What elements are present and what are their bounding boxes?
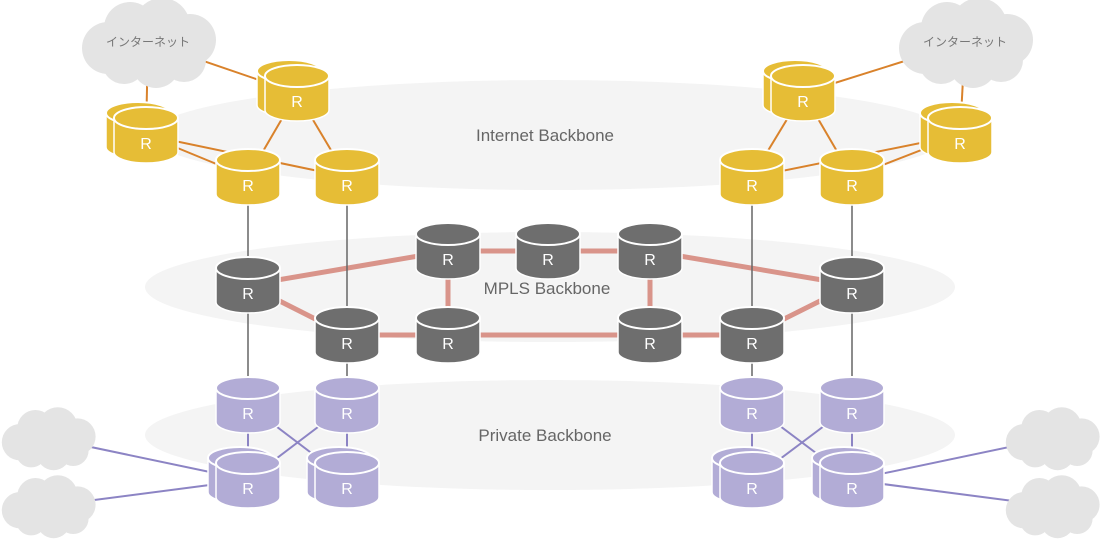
router-inet-r-edge1: R	[719, 148, 785, 206]
router-priv-l-top2: R	[314, 376, 380, 434]
router-label: R	[341, 481, 353, 498]
router-icon	[256, 59, 330, 122]
router-label: R	[242, 406, 254, 423]
router-priv-r-bot1: R	[711, 446, 785, 509]
router-mpls-r2: R	[719, 306, 785, 364]
router-priv-l-top1: R	[215, 376, 281, 434]
router-label: R	[341, 336, 353, 353]
router-icon	[617, 222, 683, 280]
router-icon	[617, 306, 683, 364]
cloud-icon	[1005, 475, 1100, 539]
router-icon	[415, 222, 481, 280]
router-icon	[811, 446, 885, 509]
link-mpls	[247, 248, 449, 288]
router-inet-r-edge2: R	[819, 148, 885, 206]
router-priv-l-bot1: R	[207, 446, 281, 509]
router-inet-l-top: R	[256, 59, 330, 122]
cloud-icon	[1005, 407, 1100, 471]
router-label: R	[242, 286, 254, 303]
router-label: R	[746, 178, 758, 195]
router-label: R	[846, 286, 858, 303]
router-priv-r-bot2: R	[811, 446, 885, 509]
router-icon	[719, 148, 785, 206]
router-priv-r-top1: R	[719, 376, 785, 434]
cloud-icon: インターネット	[82, 0, 216, 88]
link-mpls	[649, 248, 853, 288]
router-inet-l-edge2: R	[314, 148, 380, 206]
cloud-icon	[1, 407, 96, 471]
router-label: R	[846, 481, 858, 498]
router-inet-r-top: R	[762, 59, 836, 122]
router-mpls-t3: R	[617, 222, 683, 280]
router-mpls-b2: R	[617, 306, 683, 364]
router-label: R	[746, 336, 758, 353]
router-icon	[762, 59, 836, 122]
router-label: R	[954, 136, 966, 153]
router-icon	[314, 376, 380, 434]
router-icon	[819, 148, 885, 206]
internet-backbone-label: Internet Backbone	[476, 126, 614, 145]
router-icon	[306, 446, 380, 509]
router-icon	[819, 376, 885, 434]
router-label: R	[644, 252, 656, 269]
router-icon	[719, 376, 785, 434]
cloud-icon	[1, 475, 96, 539]
router-label: R	[746, 481, 758, 498]
router-inet-l-edge1: R	[215, 148, 281, 206]
router-inet-r-right: R	[919, 101, 993, 164]
router-label: R	[846, 178, 858, 195]
router-priv-r-top2: R	[819, 376, 885, 434]
router-mpls-r1: R	[819, 256, 885, 314]
router-label: R	[442, 252, 454, 269]
router-label: R	[644, 336, 656, 353]
router-mpls-l1: R	[215, 256, 281, 314]
router-icon	[215, 148, 281, 206]
router-label: R	[341, 406, 353, 423]
router-icon	[215, 376, 281, 434]
router-label: R	[442, 336, 454, 353]
private-backbone-label: Private Backbone	[478, 426, 611, 445]
router-icon	[415, 306, 481, 364]
router-icon	[207, 446, 281, 509]
router-icon	[819, 256, 885, 314]
router-label: R	[746, 406, 758, 423]
router-icon	[515, 222, 581, 280]
router-mpls-b1: R	[415, 306, 481, 364]
router-mpls-t2: R	[515, 222, 581, 280]
router-label: R	[140, 136, 152, 153]
router-icon	[919, 101, 993, 164]
router-label: R	[242, 481, 254, 498]
router-icon	[105, 101, 179, 164]
router-label: R	[291, 94, 303, 111]
router-mpls-t1: R	[415, 222, 481, 280]
router-label: R	[242, 178, 254, 195]
router-label: R	[797, 94, 809, 111]
router-inet-l-left: R	[105, 101, 179, 164]
router-icon	[711, 446, 785, 509]
router-label: R	[846, 406, 858, 423]
router-label: R	[341, 178, 353, 195]
cloud-label: インターネット	[923, 35, 1007, 49]
router-icon	[314, 148, 380, 206]
router-icon	[719, 306, 785, 364]
router-mpls-l2: R	[314, 306, 380, 364]
router-priv-l-bot2: R	[306, 446, 380, 509]
cloud-label: インターネット	[106, 35, 190, 49]
router-label: R	[542, 252, 554, 269]
router-icon	[314, 306, 380, 364]
mpls-backbone-label: MPLS Backbone	[484, 279, 611, 298]
cloud-icon: インターネット	[899, 0, 1033, 88]
router-icon	[215, 256, 281, 314]
